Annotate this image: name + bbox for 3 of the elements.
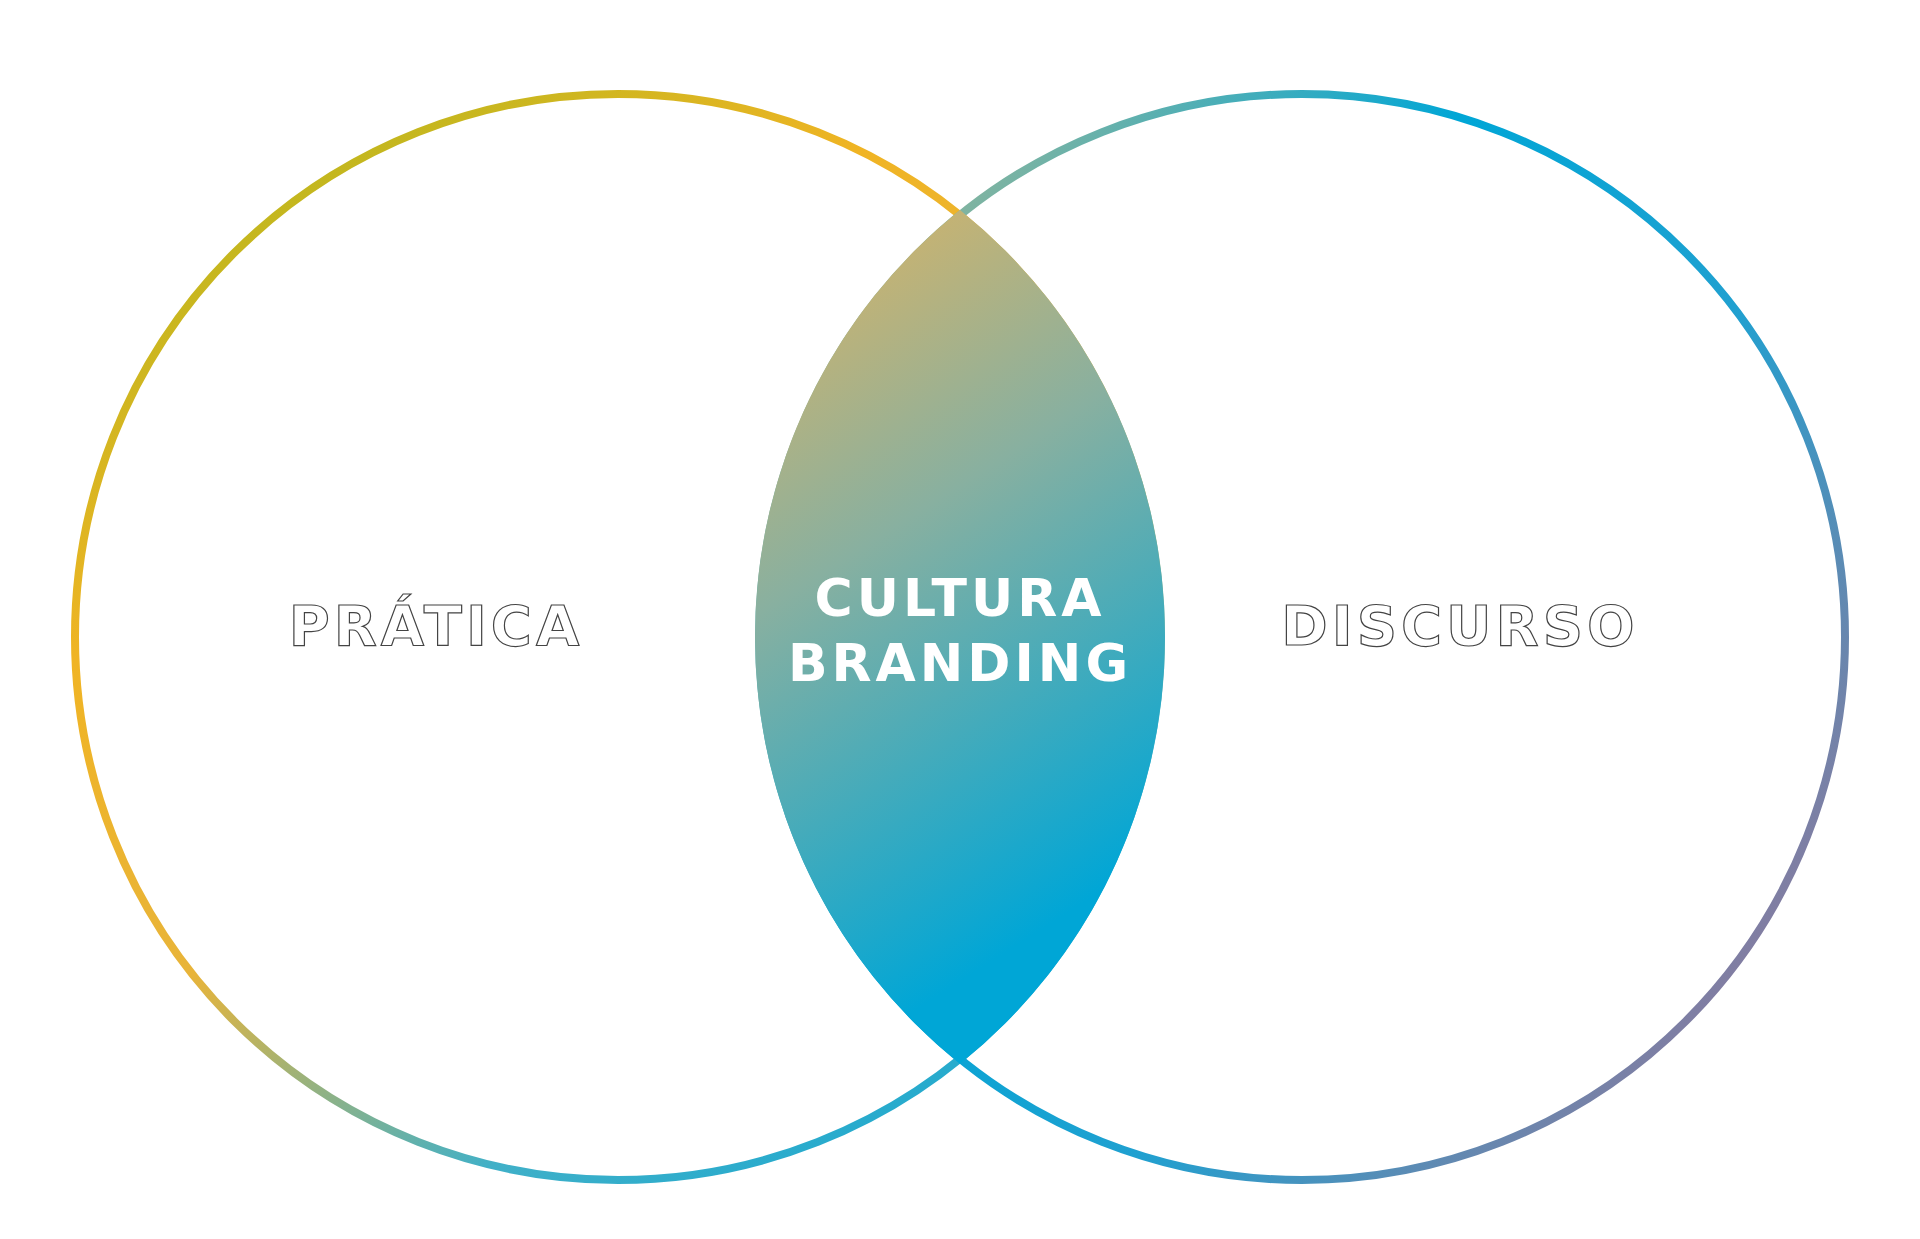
circle-label: PRÁTICA [288,592,584,660]
circle-label: CULTURA BRANDING [786,567,1134,695]
circle-label: DISCURSO [1281,592,1639,660]
